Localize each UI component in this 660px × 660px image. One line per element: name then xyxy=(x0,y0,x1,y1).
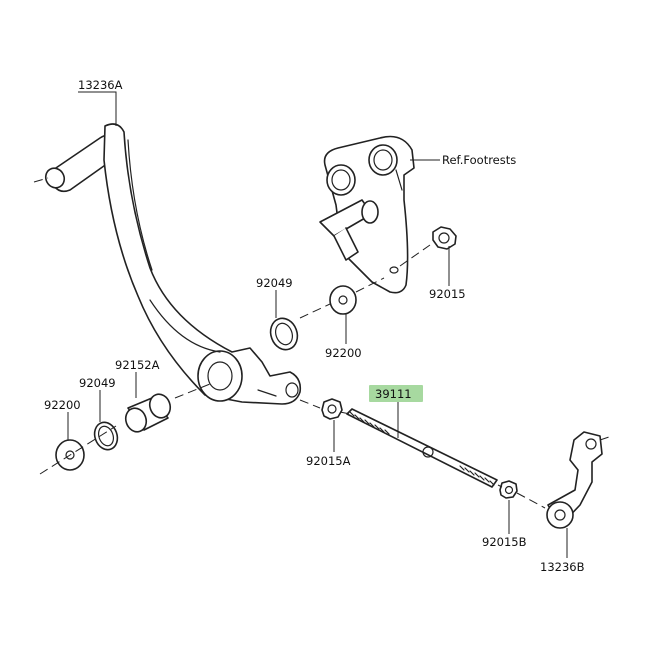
label-13236A: 13236A xyxy=(78,78,123,92)
nut-92015B xyxy=(499,480,518,499)
label-13236B: 13236B xyxy=(540,560,585,574)
callout-labels: 13236A Ref.Footrests 92049 92015 92200 9… xyxy=(44,78,585,574)
label-92015A: 92015A xyxy=(306,454,351,468)
bush-92152A xyxy=(124,393,172,433)
footrest-bracket xyxy=(319,135,415,294)
label-92049-upper: 92049 xyxy=(256,276,293,290)
brake-pedal-13236A xyxy=(44,123,302,405)
nut-92015A xyxy=(321,398,343,420)
assembly-axes xyxy=(33,177,613,509)
label-92049-lower: 92049 xyxy=(79,376,116,390)
nut-92015 xyxy=(432,226,457,250)
label-92152A: 92152A xyxy=(115,358,160,372)
rod-label-highlight xyxy=(369,385,423,402)
lever-13236B xyxy=(546,431,603,529)
label-92015: 92015 xyxy=(429,287,466,301)
leader-lines xyxy=(67,91,568,558)
rod-39111 xyxy=(346,408,498,488)
label-92200-lower: 92200 xyxy=(44,398,81,412)
label-92015B: 92015B xyxy=(482,535,527,549)
label-ref-footrests: Ref.Footrests xyxy=(442,153,516,167)
label-39111: 39111 xyxy=(375,387,412,401)
washer-92200-upper xyxy=(329,285,357,315)
washer-92049-lower xyxy=(93,421,119,451)
washer-92049-upper xyxy=(269,317,299,351)
label-92200-upper: 92200 xyxy=(325,346,362,360)
